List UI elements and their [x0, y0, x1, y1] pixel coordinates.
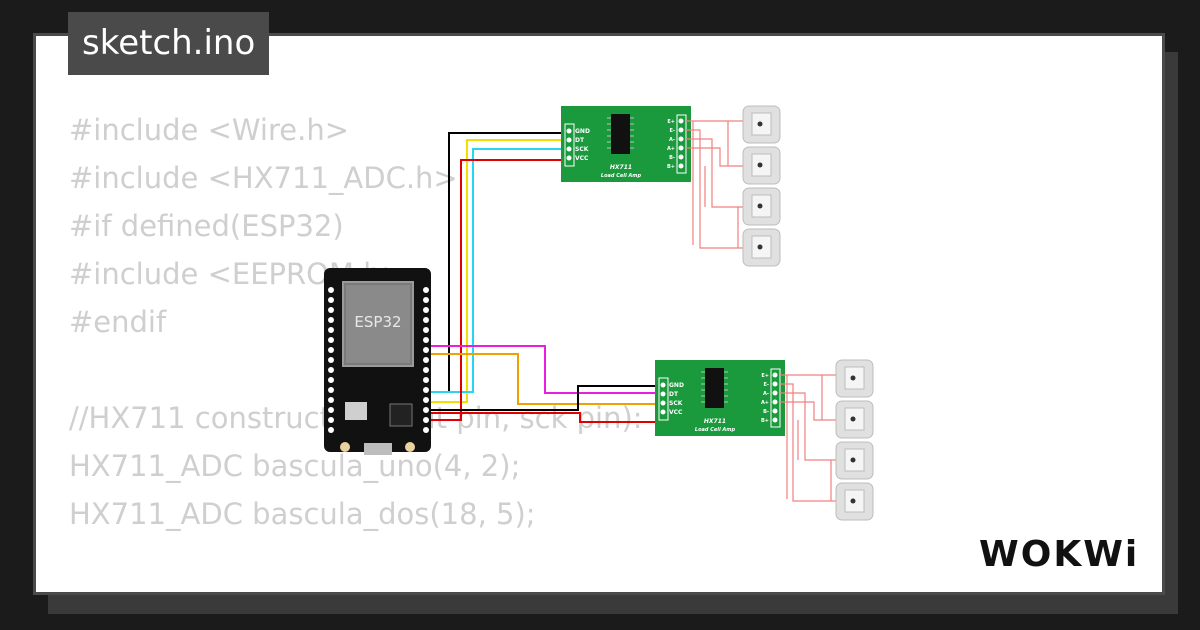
usb-chip	[389, 403, 413, 427]
svg-text:DT: DT	[575, 137, 585, 144]
wire-sck-2	[430, 353, 662, 405]
hx711-left-pin-labels: GND DT SCK VCC	[575, 128, 590, 162]
hx711-right-pin-labels: E+ E- A- A+ B- B+	[761, 373, 769, 424]
code-line: #include <Wire.h>	[69, 113, 350, 147]
load-cell	[742, 146, 781, 185]
svg-text:A+: A+	[667, 146, 675, 152]
svg-text:VCC: VCC	[669, 409, 683, 416]
svg-text:GND: GND	[669, 382, 684, 389]
svg-text:E-: E-	[670, 128, 676, 134]
hx711-chip	[705, 368, 724, 408]
code-line: HX711_ADC bascula_dos(18, 5);	[69, 497, 536, 531]
voltage-regulator	[345, 402, 367, 420]
svg-text:Load Cell Amp: Load Cell Amp	[601, 173, 642, 179]
wire-vcc-1	[430, 159, 567, 421]
svg-text:SCK: SCK	[575, 146, 589, 153]
svg-text:GND: GND	[575, 128, 590, 135]
esp32-pins-right	[423, 287, 429, 433]
load-cells-bottom	[835, 359, 874, 521]
load-cell-wires-top	[686, 120, 745, 249]
esp32-board[interactable]: ESP32	[324, 268, 431, 455]
svg-text:E+: E+	[761, 373, 769, 379]
load-cell	[742, 105, 781, 144]
wire-gnd-2	[430, 385, 662, 411]
svg-text:E+: E+	[667, 119, 675, 125]
load-cell	[742, 228, 781, 267]
wokwi-logo: WOKWi	[979, 534, 1139, 575]
load-cell-wires-bottom	[780, 374, 838, 502]
wire-dt-1	[430, 139, 567, 403]
wire-vcc-2	[430, 412, 662, 423]
svg-text:A+: A+	[761, 400, 769, 406]
esp32-label: ESP32	[354, 313, 401, 331]
wires-hx711-bottom	[430, 345, 662, 423]
load-cell	[835, 482, 874, 521]
hx711-right-pin-labels: E+ E- A- A+ B- B+	[667, 119, 675, 170]
code-line: #include <HX711_ADC.h>	[69, 161, 458, 195]
load-cell	[742, 187, 781, 226]
code-line: HX711_ADC bascula_uno(4, 2);	[69, 449, 521, 483]
esp32-pins-left	[328, 287, 334, 433]
load-cell	[835, 441, 874, 480]
svg-text:A-: A-	[763, 391, 769, 397]
svg-text:B-: B-	[763, 409, 769, 415]
hx711-chip	[611, 114, 630, 154]
load-cells-top	[742, 105, 781, 267]
hx711-module-bottom[interactable]: GND DT SCK VCC HX711 Load Cell Amp E+ E-…	[655, 360, 785, 436]
svg-text:SCK: SCK	[669, 400, 683, 407]
svg-text:HX711: HX711	[610, 164, 632, 171]
brand-name: WOKWi	[979, 534, 1139, 575]
svg-text:B-: B-	[669, 155, 675, 161]
svg-text:A-: A-	[669, 137, 675, 143]
svg-text:VCC: VCC	[575, 155, 589, 162]
load-cell	[835, 359, 874, 398]
wire-sck-1	[430, 148, 567, 393]
hx711-module-top[interactable]: GND DT SCK VCC HX711 Load Cell Amp E+ E-…	[561, 106, 691, 182]
svg-text:DT: DT	[669, 391, 679, 398]
wires-hx711-top	[430, 132, 567, 421]
hx711-left-pin-labels: GND DT SCK VCC	[669, 382, 684, 416]
code-line: #endif	[69, 305, 167, 339]
svg-text:B+: B+	[761, 418, 769, 424]
svg-text:E-: E-	[764, 382, 770, 388]
svg-text:Load Cell Amp: Load Cell Amp	[695, 427, 736, 433]
boot-button[interactable]	[340, 442, 350, 452]
code-line: #if defined(ESP32)	[69, 209, 344, 243]
svg-text:B+: B+	[667, 164, 675, 170]
load-cell	[835, 400, 874, 439]
wire-dt-2	[430, 345, 662, 394]
usb-port	[364, 443, 392, 455]
file-tab[interactable]: sketch.ino	[68, 12, 270, 75]
svg-text:HX711: HX711	[704, 418, 726, 425]
en-button[interactable]	[405, 442, 415, 452]
code-preview: #include <Wire.h> #include <HX711_ADC.h> #…	[69, 106, 643, 538]
